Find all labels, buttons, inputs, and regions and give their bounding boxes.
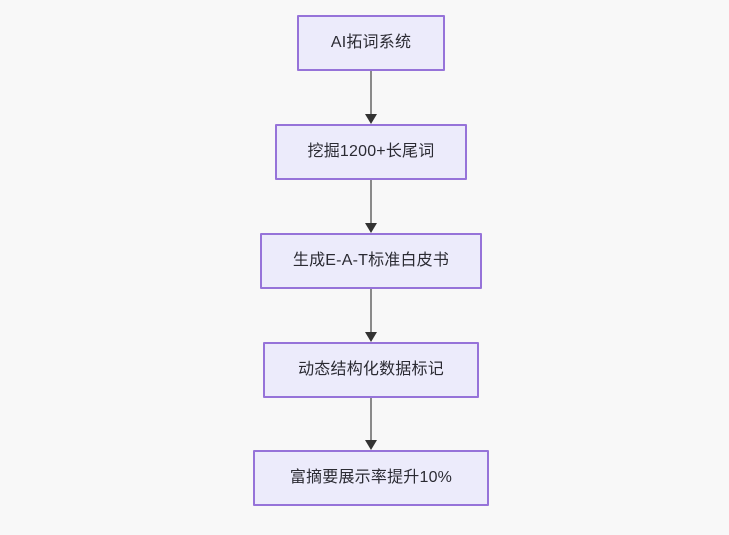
node-label: 挖掘1200+长尾词 [307, 143, 435, 161]
edge-n1-n2 [365, 71, 377, 124]
arrowhead-icon [365, 440, 377, 450]
node-ai-keyword-system[interactable]: AI拓词系统 [297, 15, 445, 71]
node-mine-longtail-keywords[interactable]: 挖掘1200+长尾词 [275, 124, 467, 180]
arrowhead-icon [365, 223, 377, 233]
edge-n4-n5 [365, 398, 377, 450]
node-label: AI拓词系统 [330, 34, 412, 52]
arrowhead-icon [365, 332, 377, 342]
edge-n3-n4 [365, 289, 377, 342]
node-label: 生成E-A-T标准白皮书 [292, 252, 450, 270]
node-generate-eat-whitepaper[interactable]: 生成E-A-T标准白皮书 [260, 233, 482, 289]
node-rich-snippet-rate-increase[interactable]: 富摘要展示率提升10% [253, 450, 489, 506]
node-label: 动态结构化数据标记 [298, 361, 444, 379]
node-label: 富摘要展示率提升10% [289, 469, 453, 487]
node-dynamic-structured-data-markup[interactable]: 动态结构化数据标记 [263, 342, 479, 398]
edge-n2-n3 [365, 180, 377, 233]
arrowhead-icon [365, 114, 377, 124]
